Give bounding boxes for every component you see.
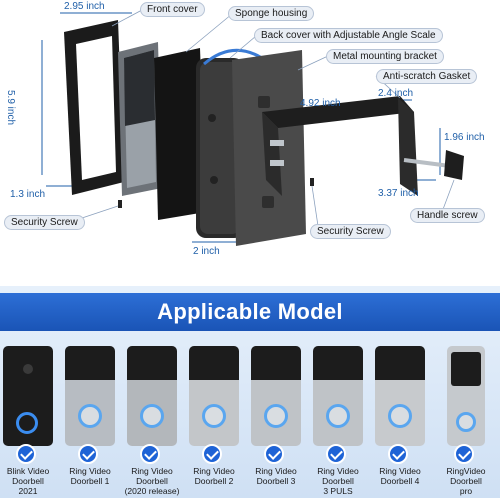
dimension-height-left: 5.9 inch (5, 90, 16, 126)
check-icon (454, 444, 474, 464)
doorbell-part (118, 42, 162, 196)
dimension-base-width: 2 inch (193, 246, 220, 257)
check-icon (202, 444, 222, 464)
dimension-clamp-depth: 3.37 inch (378, 188, 419, 199)
handle-screw-part (403, 150, 464, 180)
blink-doorbell-image (3, 346, 53, 446)
check-icon (16, 444, 36, 464)
metal-bracket-part (262, 96, 418, 196)
dimension-clamp-height: 1.96 inch (444, 132, 485, 143)
callout-sponge-housing: Sponge housing (228, 6, 315, 21)
check-icon (264, 444, 284, 464)
callout-security-screw-right: Security Screw (310, 224, 391, 239)
ring-doorbell-2020-image (127, 346, 177, 446)
check-icon (140, 444, 160, 464)
check-icon (326, 444, 346, 464)
back-cover-part (196, 48, 263, 238)
section-banner: Applicable Model (0, 293, 500, 331)
dimension-arm-width: 2.4 inch (378, 88, 414, 99)
ring-doorbell-1-image (65, 346, 115, 446)
dimension-depth-left: 1.3 inch (10, 189, 46, 200)
ring-doorbell-2-image (189, 346, 239, 446)
section-title: Applicable Model (157, 299, 343, 324)
dimension-width-top: 2.95 inch (64, 1, 105, 12)
ring-doorbell-3-plus-image (313, 346, 363, 446)
callout-handle-screw: Handle screw (410, 208, 485, 223)
dimension-arm-length: 4.92 inch (300, 98, 341, 109)
ring-doorbell-4-image (375, 346, 425, 446)
callout-gasket: Anti-scratch Gasket (376, 69, 478, 84)
check-icon (388, 444, 408, 464)
ring-doorbell-pro-image (447, 346, 485, 446)
sponge-housing-part (154, 48, 206, 220)
check-icon (78, 444, 98, 464)
callout-security-screw-left: Security Screw (4, 215, 85, 230)
callout-front-cover: Front cover (140, 2, 205, 17)
callout-back-cover: Back cover with Adjustable Angle Scale (254, 28, 443, 43)
product-diagram: 2.95 inch 5.9 inch 1.3 inch 2 inch 4.92 … (4, 1, 485, 257)
mount-exploded-view (41, 9, 464, 246)
front-cover-part (64, 20, 124, 195)
ring-doorbell-3-image (251, 346, 301, 446)
callout-metal-bracket: Metal mounting bracket (326, 49, 444, 64)
